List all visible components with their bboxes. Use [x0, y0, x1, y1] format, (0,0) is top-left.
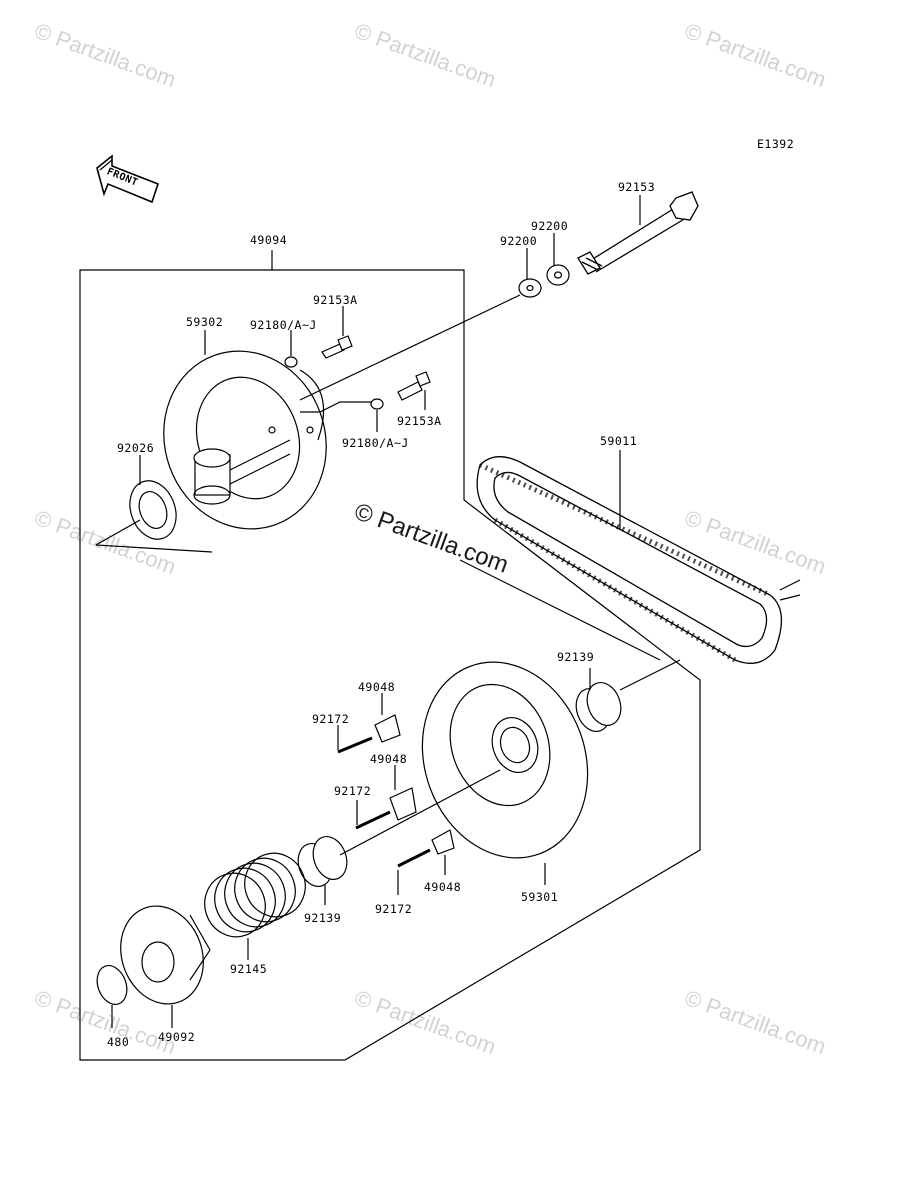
part-label[interactable]: 49048	[358, 680, 396, 694]
part-label[interactable]: 59302	[186, 315, 224, 329]
part-label[interactable]: 92153A	[313, 293, 358, 307]
front-arrow-icon	[96, 154, 159, 204]
weight-49048-3	[431, 829, 455, 855]
part-label[interactable]: 92172	[312, 712, 350, 726]
part-label[interactable]: 59301	[521, 890, 559, 904]
part-label[interactable]: 92026	[117, 441, 155, 455]
part-label[interactable]: 92200	[531, 219, 569, 233]
cam-49092	[120, 905, 211, 1005]
drive-face	[163, 350, 327, 530]
part-label[interactable]: 92153	[618, 180, 656, 194]
spring-92145	[204, 852, 306, 938]
weight-49048-1	[374, 714, 401, 743]
bushing-92139-1	[575, 682, 622, 732]
washer-92200b	[546, 264, 570, 286]
washer-92180-2	[370, 398, 384, 410]
part-label[interactable]: 92180/A~J	[250, 318, 317, 332]
part-label[interactable]: 92139	[557, 650, 595, 664]
drive-belt	[476, 456, 782, 664]
part-label[interactable]: 92200	[500, 234, 538, 248]
bolt-92153a-1	[321, 335, 353, 359]
bolt-92153a-2	[397, 371, 431, 401]
part-label[interactable]: 49094	[250, 233, 288, 247]
driven-face	[421, 661, 589, 859]
diagram-code: E1392	[757, 137, 795, 151]
part-label[interactable]: 480	[107, 1035, 130, 1049]
long-bolt	[577, 191, 699, 275]
part-label[interactable]: 49048	[424, 880, 462, 894]
part-label[interactable]: 49092	[158, 1030, 196, 1044]
part-label[interactable]: 59011	[600, 434, 638, 448]
weight-49048-2	[389, 787, 417, 821]
washer-92200a	[518, 278, 542, 298]
bushing-92139-2	[297, 836, 348, 887]
part-label[interactable]: 49048	[370, 752, 408, 766]
assembly-outline	[79, 269, 701, 1061]
part-label[interactable]: 92145	[230, 962, 268, 976]
part-label[interactable]: 92153A	[397, 414, 442, 428]
part-label[interactable]: 92139	[304, 911, 342, 925]
snap-ring-480	[96, 965, 128, 1005]
part-label[interactable]: 92180/A~J	[342, 436, 409, 450]
washer-92026	[129, 480, 177, 540]
part-label[interactable]: 92172	[334, 784, 372, 798]
part-label[interactable]: 92172	[375, 902, 413, 916]
washer-92180-1	[284, 356, 298, 368]
